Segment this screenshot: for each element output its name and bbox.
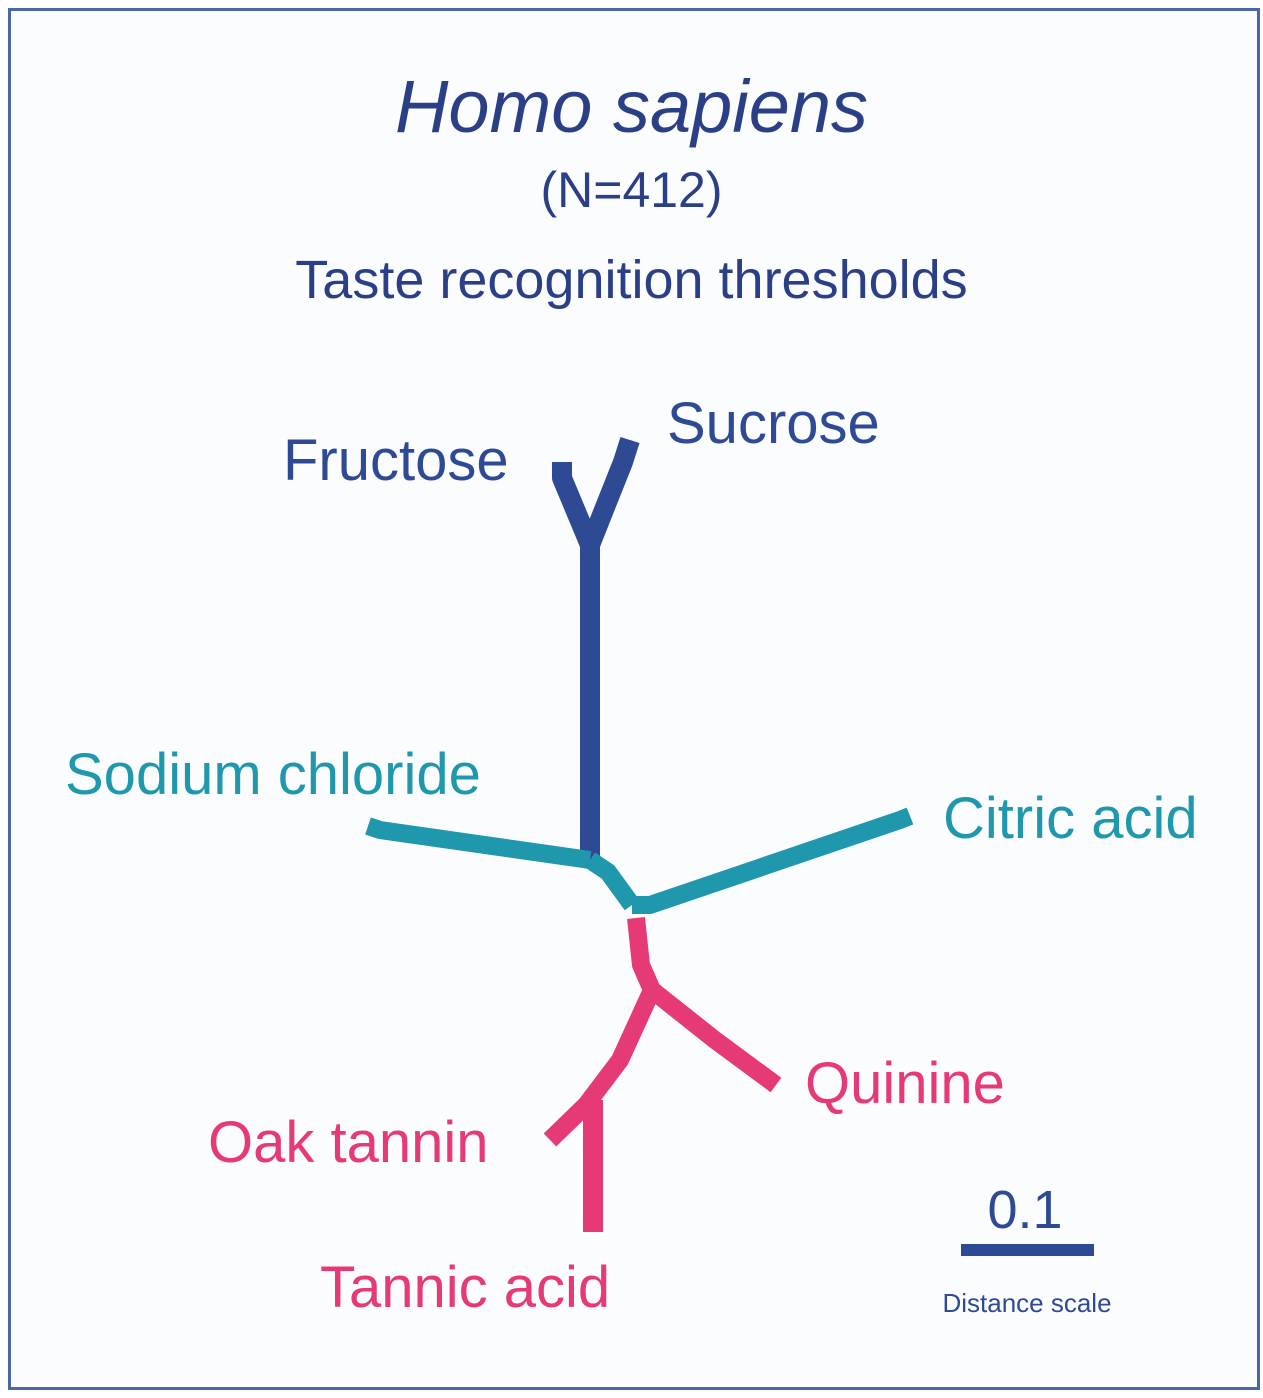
label-tannic-acid: Tannic acid — [320, 1255, 610, 1320]
figure-caption: Taste recognition thresholds — [295, 250, 968, 310]
label-fructose: Fructose — [283, 428, 509, 493]
branch-oak-tannin — [543, 1098, 593, 1147]
sample-size: (N=412) — [540, 162, 723, 218]
label-quinine: Quinine — [805, 1051, 1005, 1116]
branch-quinine — [646, 982, 782, 1093]
branch-citric-acid — [632, 807, 914, 914]
branch-sodium-chloride — [365, 817, 592, 869]
scale-label: Distance scale — [942, 1288, 1111, 1318]
figure-title: Homo sapiens — [394, 65, 868, 148]
figure-frame — [8, 8, 1260, 1390]
scale-value: 0.1 — [987, 1180, 1062, 1240]
branch-central — [585, 852, 640, 911]
label-citric-acid: Citric acid — [943, 786, 1198, 851]
branch-sucrose — [580, 436, 640, 549]
branch-fructose — [552, 462, 600, 549]
label-oak-tannin: Oak tannin — [208, 1110, 489, 1175]
label-sucrose: Sucrose — [667, 391, 880, 456]
label-sodium-chloride: Sodium chloride — [65, 742, 481, 807]
branch-tannin-stem — [578, 986, 661, 1111]
branch-bitter-trunk — [627, 917, 661, 994]
